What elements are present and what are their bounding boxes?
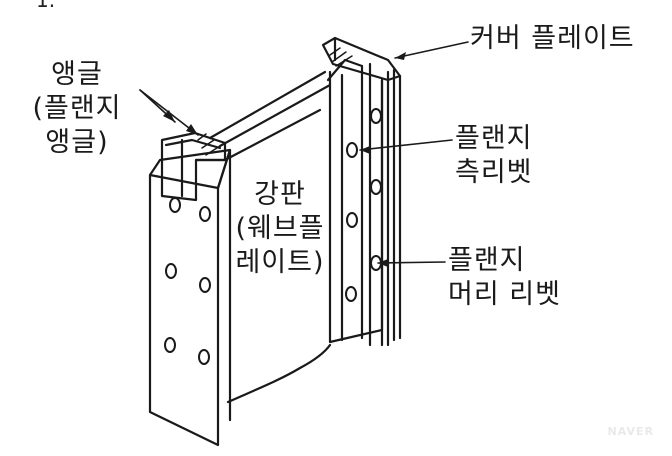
web-break-line [226, 343, 332, 404]
web-plate-edge [216, 148, 232, 422]
corner-mark: 1. [36, 0, 56, 12]
leader-arrowheads [163, 52, 406, 267]
label-flange-head-rivet: 플랜지 머리 리벳 [448, 245, 561, 310]
flange-angle-left-inner [164, 138, 222, 150]
top-flange-diagonal [208, 70, 327, 140]
web-plate-left-face [148, 173, 220, 447]
right-flange-front [328, 70, 384, 344]
label-flange-side-rivet: 플랜지 측리벳 [455, 123, 533, 188]
rivets-right-flange [345, 108, 382, 302]
label-angle: 앵글 (플랜지 앵글) [32, 59, 122, 158]
label-cover-plate: 커버 플레이트 [470, 23, 635, 54]
label-steel-plate: 강판 (웨브플 레이트) [235, 179, 325, 278]
rivets-left-plate [164, 197, 211, 365]
watermark: NAVER [607, 425, 654, 438]
